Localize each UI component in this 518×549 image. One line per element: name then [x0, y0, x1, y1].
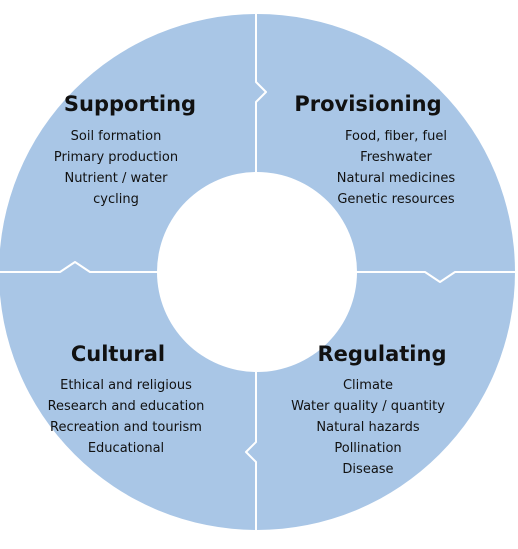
quadrant-provisioning-item: Freshwater — [360, 150, 432, 165]
quadrant-supporting-item: Soil formation — [71, 129, 162, 144]
quadrant-regulating-title: Regulating — [318, 342, 447, 366]
quadrant-provisioning-item: Natural medicines — [337, 171, 456, 186]
quadrant-supporting-item: Primary production — [54, 150, 178, 165]
divider-left — [0, 261, 159, 273]
quadrant-regulating-item: Disease — [342, 462, 393, 477]
quadrant-cultural-item: Recreation and tourism — [50, 420, 202, 435]
ring-center-hole — [157, 172, 357, 372]
quadrant-supporting: Supporting Soil formation Primary produc… — [54, 92, 196, 207]
quadrant-supporting-item: cycling — [93, 192, 139, 207]
quadrant-cultural: Cultural Ethical and religious Research … — [48, 342, 205, 456]
quadrant-regulating-item: Water quality / quantity — [291, 399, 445, 414]
quadrant-regulating-item: Climate — [343, 378, 393, 393]
divider-right — [356, 271, 516, 283]
quadrant-regulating-item: Natural hazards — [316, 420, 419, 435]
quadrant-regulating-item: Pollination — [334, 441, 401, 456]
quadrant-supporting-item: Nutrient / water — [64, 171, 168, 186]
divider-bottom — [245, 370, 257, 531]
quadrant-provisioning-title: Provisioning — [294, 92, 441, 116]
quadrant-cultural-title: Cultural — [71, 342, 165, 366]
quadrant-provisioning-item: Genetic resources — [337, 192, 455, 207]
quadrant-provisioning: Provisioning Food, fiber, fuel Freshwate… — [294, 92, 455, 207]
ring-dividers — [0, 13, 516, 531]
quadrant-cultural-item: Educational — [88, 441, 164, 456]
quadrant-cultural-item: Research and education — [48, 399, 205, 414]
quadrant-provisioning-item: Food, fiber, fuel — [345, 129, 447, 144]
divider-top — [255, 13, 267, 174]
quadrant-supporting-title: Supporting — [64, 92, 196, 116]
ring — [0, 14, 515, 530]
quadrant-cultural-item: Ethical and religious — [60, 378, 192, 393]
quadrant-regulating: Regulating Climate Water quality / quant… — [291, 342, 446, 477]
